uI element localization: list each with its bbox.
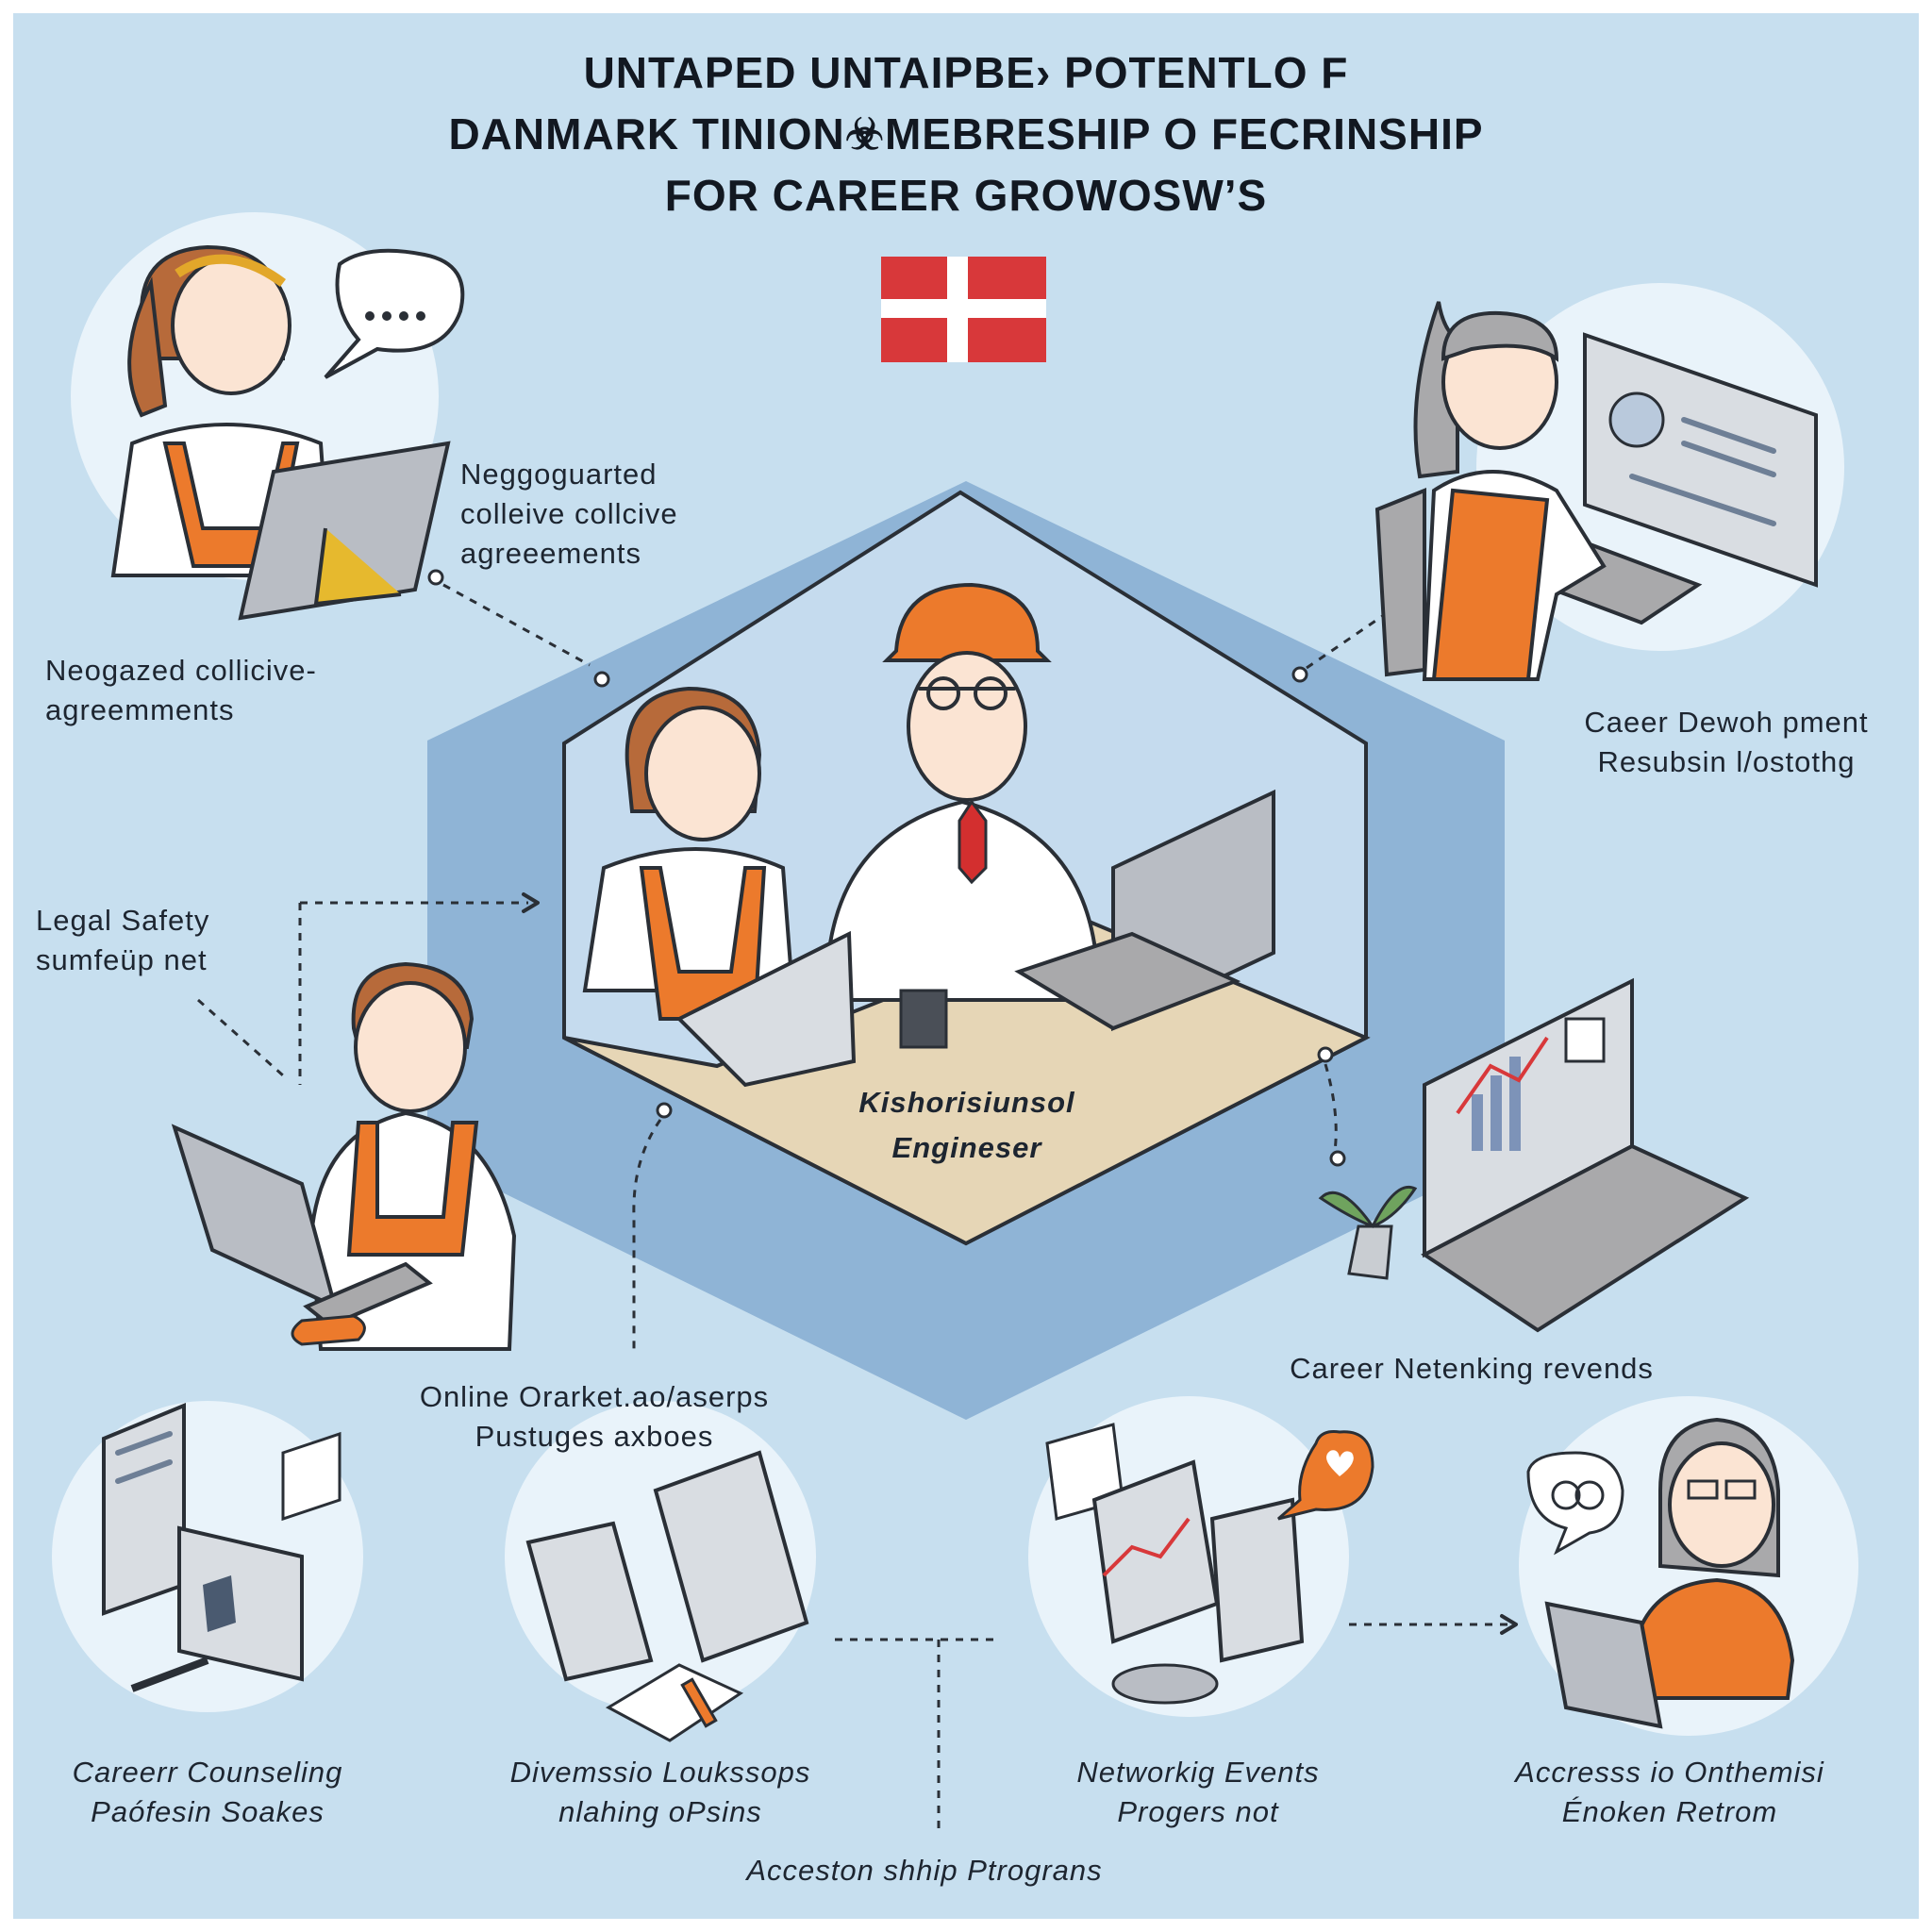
label-line: Online Orarket.ao/aserps: [419, 1380, 770, 1413]
workshops-illustration: [525, 1450, 809, 1742]
label-line: Énoken Retrom: [1561, 1795, 1778, 1828]
title-line-2: DANMARK TINION☣MEBRESHIP O FECRINSHIP: [448, 109, 1484, 158]
label-line: Divemssio Loukssops: [509, 1756, 811, 1789]
label-line: nlahing oPsins: [558, 1795, 762, 1828]
label-line: colleive collcive: [460, 497, 678, 530]
label-line: Legal Safety: [36, 904, 210, 937]
label-legal: Legal Safety sumfeüp net: [36, 901, 209, 980]
label-top-left-inner: Neggoguarted colleive collcive agreeemen…: [460, 455, 678, 574]
label-bottom-3: Networkig Events Progers not: [1019, 1753, 1377, 1832]
label-bottom-1: Careerr Counseling Paófesin Soakes: [38, 1753, 377, 1832]
laptop-chart-illustration: [1318, 977, 1750, 1333]
label-line: Careerr Counseling: [72, 1756, 343, 1789]
label-right-mid: Career Netenking revends: [1217, 1349, 1726, 1389]
label-bottom-4: Accresss io Onthemisi Énoken Retrom: [1472, 1753, 1868, 1832]
label-line: Networkig Events: [1076, 1756, 1320, 1789]
people-bubble-icon: [1526, 1451, 1624, 1556]
woman-monitor-illustration: [1374, 301, 1818, 681]
plant-icon: [1318, 1186, 1418, 1280]
label-bottom-center-upper: Online Orarket.ao/aserps Pustuges axboes: [349, 1377, 840, 1457]
label-bottom-2: Divemssio Loukssops nlahing oPsins: [472, 1753, 849, 1832]
speech-bubble-icon: [324, 248, 465, 379]
connector-lines: [197, 569, 1518, 1830]
label-top-left-outer: Neogazed collicive- agreemments: [45, 651, 317, 730]
label-line: agreemments: [45, 693, 235, 726]
label-line: Paófesin Soakes: [91, 1795, 325, 1828]
label-footer: Acceston shhip Ptrograns: [660, 1851, 1189, 1890]
label-top-right: Caeer Dewoh pment Resubsin l/ostothg: [1528, 703, 1924, 782]
label-line: Accresss io Onthemisi: [1515, 1756, 1824, 1789]
label-center: Kishorisiunsol Engineser: [792, 1080, 1141, 1171]
chart-icon: [1564, 1017, 1606, 1063]
denmark-flag: [881, 257, 1046, 362]
label-line: Engineser: [891, 1131, 1042, 1164]
label-line: Caeer Dewoh pment: [1584, 706, 1869, 739]
label-line: Neggoguarted: [460, 458, 658, 491]
title-line-1: UNTAPED UNTAIPBE› POTENTLO F: [583, 48, 1349, 97]
label-line: Kishorisiunsol: [858, 1086, 1075, 1119]
label-line: sumfeüp net: [36, 943, 208, 976]
label-line: Resubsin l/ostothg: [1597, 745, 1856, 778]
label-line: Pustuges axboes: [475, 1420, 714, 1453]
networking-illustration: [1045, 1423, 1374, 1705]
label-line: agreeements: [460, 537, 641, 570]
engineers-illustration: [582, 582, 1275, 1088]
woman-tablet-illustration: [110, 244, 465, 621]
label-line: Progers not: [1117, 1795, 1279, 1828]
label-line: Acceston shhip Ptrograns: [746, 1854, 1103, 1887]
label-line: Neogazed collicive-: [45, 654, 317, 687]
man-laptop-illustration: [171, 961, 517, 1351]
woman-laptop-illustration: [1526, 1417, 1795, 1729]
label-line: Career Netenking revends: [1290, 1352, 1654, 1385]
counseling-illustration: [102, 1403, 341, 1692]
title-line-3: FOR CAREER GROWOSW’S: [664, 171, 1268, 220]
